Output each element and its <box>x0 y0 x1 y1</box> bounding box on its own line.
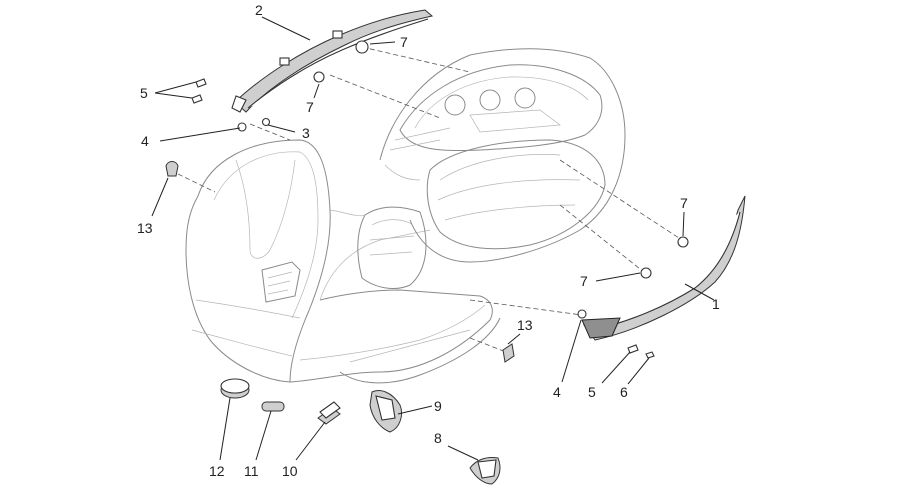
callout-3: 3 <box>302 125 310 141</box>
callouts: 2 7 5 7 4 3 13 7 7 1 13 4 5 6 9 8 12 11 … <box>137 2 720 479</box>
callout-1: 1 <box>712 296 720 312</box>
callout-4-left: 4 <box>141 133 149 149</box>
callout-8: 8 <box>434 430 442 446</box>
callout-13-left: 13 <box>137 220 153 236</box>
fasteners <box>165 40 689 363</box>
leader-lines <box>151 16 715 461</box>
callout-5-left: 5 <box>140 85 148 101</box>
callout-7-right-mid: 7 <box>580 273 588 289</box>
loose-parts <box>220 378 501 485</box>
callout-13-right: 13 <box>517 317 533 333</box>
callout-2: 2 <box>255 2 263 18</box>
callout-12: 12 <box>209 463 225 479</box>
assembly-lines <box>177 46 686 353</box>
part-2-trim <box>231 9 434 113</box>
callout-9: 9 <box>434 398 442 414</box>
scooter-body <box>185 48 626 384</box>
callout-5-right: 5 <box>588 384 596 400</box>
callout-6: 6 <box>620 384 628 400</box>
callout-4-right: 4 <box>553 384 561 400</box>
callout-7-right-top: 7 <box>680 195 688 211</box>
callout-11: 11 <box>244 463 259 479</box>
part-1-trim <box>581 195 746 341</box>
callout-7-top: 7 <box>400 34 408 50</box>
callout-7-mid: 7 <box>306 99 314 115</box>
callout-10: 10 <box>282 463 298 479</box>
